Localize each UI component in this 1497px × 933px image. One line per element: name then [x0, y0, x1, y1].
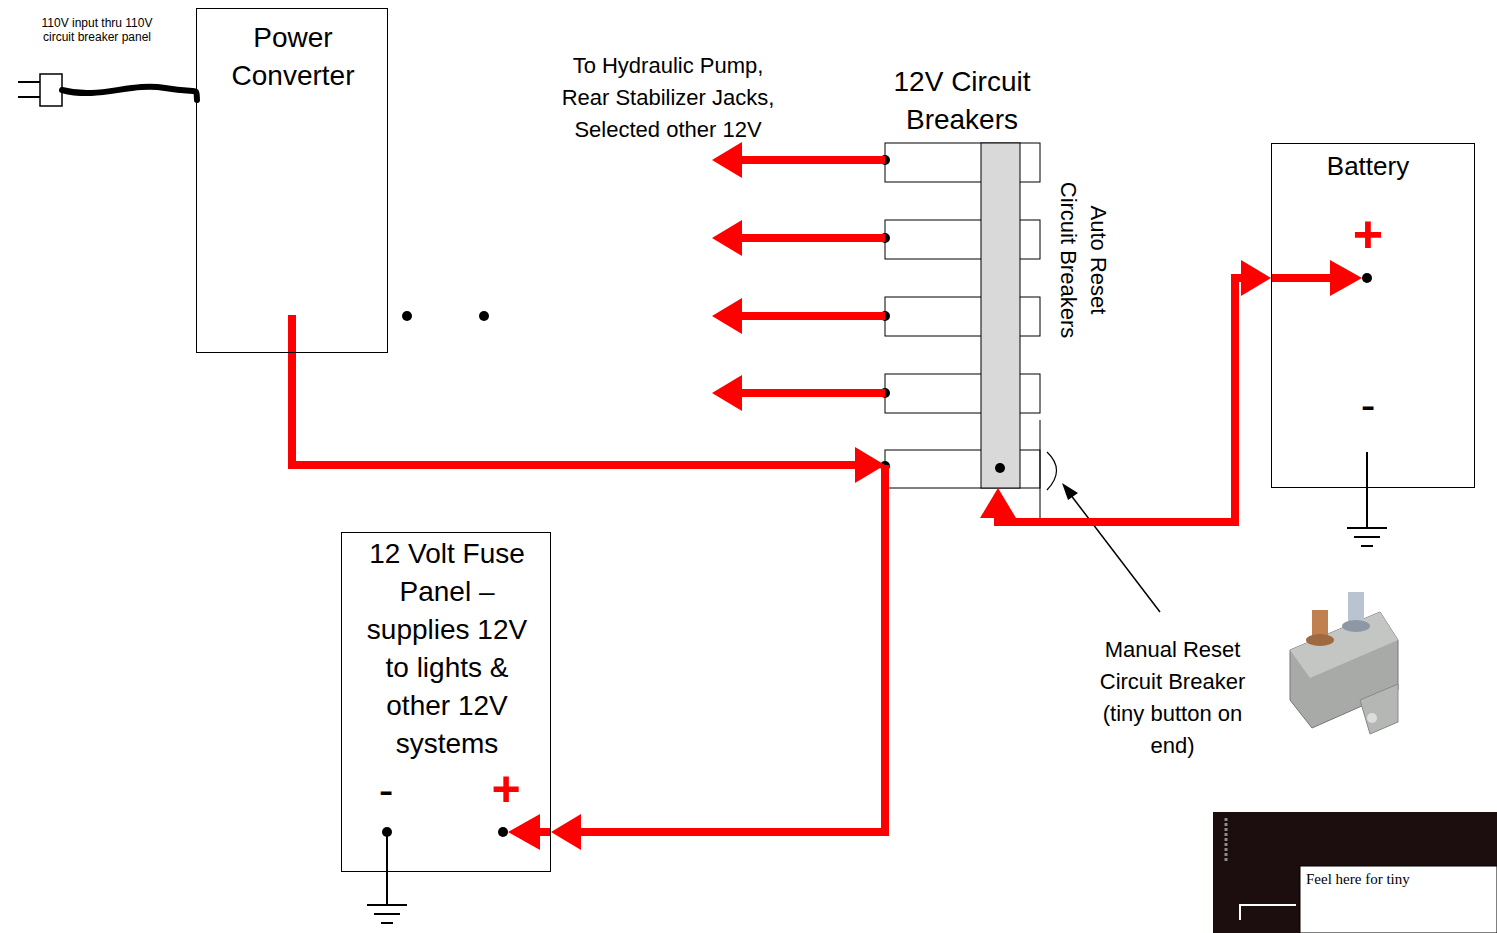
drawing-part — [1354, 536, 1380, 538]
drawing-part — [1342, 620, 1370, 632]
drawing-part — [40, 74, 62, 106]
manual-breaker-note: Manual Reset Circuit Breaker (tiny butto… — [1085, 634, 1260, 762]
drawing-part — [1271, 274, 1330, 282]
fuse-panel-box: 12 Volt Fuse Panel – supplies 12V to lig… — [341, 532, 551, 872]
drawing-part — [738, 234, 885, 242]
arrow-head — [980, 488, 1016, 518]
node-text: + — [1272, 206, 1464, 262]
converter-box: Power Converter — [196, 8, 388, 353]
battery-box: Battery + - — [1271, 143, 1475, 488]
drawing-part — [288, 315, 296, 353]
drawing-part — [1040, 420, 1041, 518]
ellipsis-dots — [402, 311, 489, 321]
panel-photo — [1213, 812, 1497, 933]
breaker-bank — [880, 143, 1057, 518]
node-text: - — [1272, 380, 1464, 430]
wire-connector — [292, 353, 885, 483]
wire-connector — [551, 465, 885, 850]
drawing-part — [1290, 612, 1398, 678]
wire-line — [575, 465, 885, 832]
node-text: + — [484, 761, 528, 817]
drawing-part — [1213, 812, 1497, 933]
drawing-part — [712, 298, 742, 334]
drawing-part — [1300, 866, 1497, 933]
drawing-part — [18, 96, 42, 98]
input-note: 110V input thru 110V circuit breaker pan… — [27, 16, 167, 44]
drawing-part — [540, 828, 551, 836]
drawing-part — [995, 463, 1005, 473]
photo-caption: Feel here for tiny — [1306, 870, 1491, 888]
drawing-part — [381, 922, 393, 924]
drawing-part — [18, 81, 42, 83]
leader-arrow — [1062, 483, 1160, 612]
arrow-head — [1241, 260, 1271, 296]
drawing-part — [498, 827, 508, 837]
drawing-part — [386, 832, 388, 905]
drawing-part — [1225, 818, 1228, 862]
wire-connector — [980, 260, 1271, 522]
breaker-group: 12V Circuit BreakersAuto Reset Circuit B… — [885, 143, 1040, 488]
node-text: Battery — [1272, 150, 1464, 182]
node-text: Power Converter — [203, 19, 383, 95]
drawing-part — [738, 312, 885, 320]
output-wires — [712, 142, 885, 411]
breaker-photo — [1290, 592, 1398, 734]
drawing-part — [1362, 273, 1372, 283]
output-note: To Hydraulic Pump, Rear Stabilizer Jacks… — [548, 50, 788, 146]
drawing-part — [712, 142, 742, 178]
drawing-part — [1360, 684, 1398, 734]
drawing-part — [1070, 494, 1160, 612]
drawing-part — [62, 87, 197, 100]
drawing-part — [508, 814, 540, 850]
drawing-part — [981, 143, 1020, 488]
wire-line — [998, 278, 1247, 522]
terminal-leads — [292, 260, 1362, 850]
drawing-part — [738, 389, 885, 397]
drawing-part — [1347, 527, 1387, 529]
node-text: 12V Circuit Breakers — [862, 63, 1062, 139]
drawing-part — [1366, 452, 1368, 528]
drawing-part — [479, 311, 489, 321]
power-plug — [18, 74, 197, 106]
drawing-part — [1330, 260, 1362, 296]
drawing-part — [374, 913, 400, 915]
drawing-part — [712, 375, 742, 411]
node-text: 12 Volt Fuse Panel – supplies 12V to lig… — [352, 535, 542, 763]
drawing-part — [1361, 545, 1373, 547]
drawing-part — [712, 220, 742, 256]
drawing-part — [1367, 713, 1377, 723]
drawing-part — [402, 311, 412, 321]
wire-line — [292, 353, 861, 465]
fuse-panel-ground — [367, 827, 508, 923]
node-text: Auto Reset Circuit Breakers — [1053, 176, 1113, 344]
arrow-head — [551, 814, 581, 850]
drawing-part — [1240, 905, 1296, 920]
drawing-part — [738, 156, 885, 164]
arrow-head — [855, 447, 885, 483]
node-text: - — [366, 765, 406, 815]
drawing-part — [1062, 483, 1078, 500]
drawing-part — [367, 904, 407, 906]
drawing-part — [1306, 634, 1334, 646]
drawing-part — [1047, 452, 1057, 490]
